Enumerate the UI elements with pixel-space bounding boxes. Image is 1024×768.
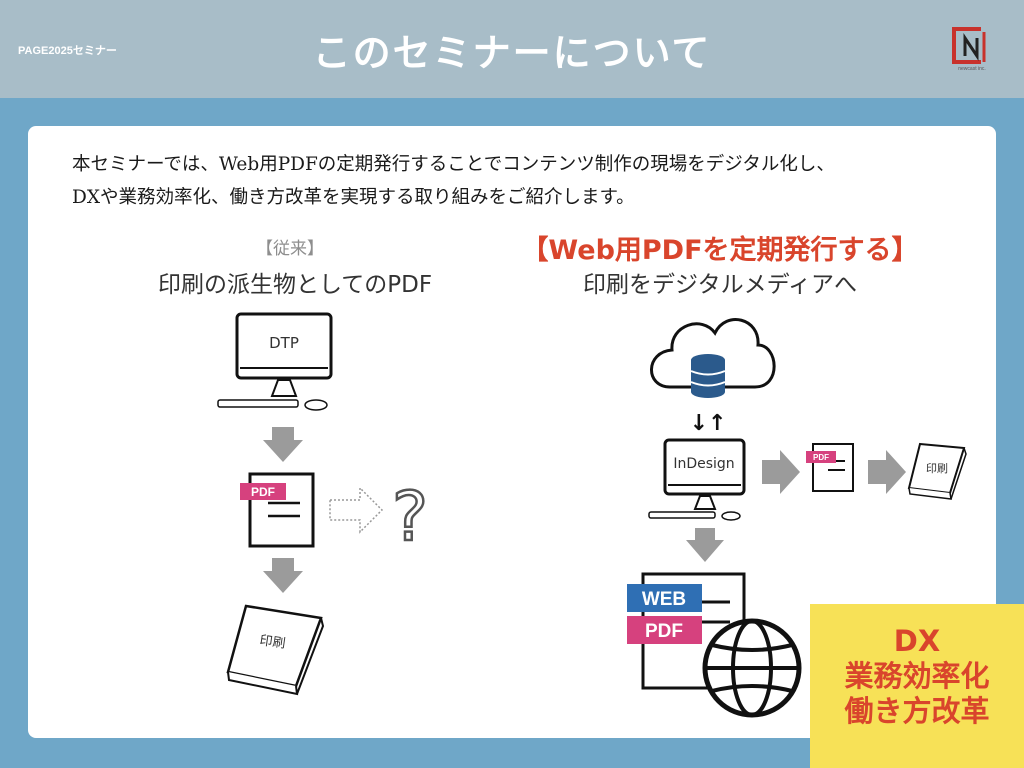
web-tag: WEB [642, 589, 686, 610]
web-pdf-document-icon: WEB PDF [627, 572, 746, 690]
indesign-label: InDesign [673, 456, 734, 472]
right-arrow-icon [762, 450, 800, 494]
intro-text: 本セミナーでは、Web用PDFの定期発行することでコンテンツ制作の現場をデジタル… [72, 148, 972, 214]
header-bar: PAGE2025セミナー このセミナーについて newcast inc. [0, 0, 1024, 98]
printed-book-icon: 印刷 [226, 604, 325, 696]
printed-book-icon: 印刷 [907, 442, 967, 500]
pdf-tag-small: PDF [813, 453, 829, 462]
dx-callout-box: DX 業務効率化 働き方改革 [810, 604, 1024, 768]
dotted-right-arrow-icon [329, 486, 384, 534]
dx-line-1: DX [893, 624, 941, 658]
dx-line-3: 働き方改革 [844, 694, 990, 728]
right-arrow-icon [868, 450, 906, 494]
dtp-monitor-icon: DTP [217, 312, 333, 411]
newcast-logo-icon: newcast inc. [952, 27, 986, 72]
right-title: 印刷をデジタルメディアへ [583, 272, 857, 298]
seminar-tag: PAGE2025セミナー [18, 45, 117, 57]
indesign-monitor-icon: InDesign [648, 438, 746, 521]
intro-line-2: DXや業務効率化、働き方改革を実現する取り組みをご紹介します。 [72, 187, 635, 208]
pdf-document-icon: PDF [806, 443, 854, 492]
dtp-label: DTP [269, 334, 299, 352]
cloud-database-icon [650, 318, 776, 398]
book-label: 印刷 [259, 633, 287, 651]
left-title: 印刷の派生物としてのPDF [157, 272, 433, 298]
left-subtitle: 【従来】 [256, 239, 324, 259]
pdf-tag: PDF [251, 485, 275, 499]
page-title: このセミナーについて [312, 31, 712, 75]
down-arrow-icon [263, 558, 303, 593]
pdf-tag-large: PDF [645, 621, 683, 642]
pdf-document-icon: PDF [240, 472, 315, 548]
right-subtitle: 【Web用PDFを定期発行する】 [521, 235, 919, 266]
down-arrow-icon [263, 427, 303, 462]
dx-line-2: 業務効率化 [844, 659, 990, 693]
question-mark-icon: ? [392, 478, 428, 557]
intro-line-1: 本セミナーでは、Web用PDFの定期発行することでコンテンツ制作の現場をデジタル… [72, 154, 835, 175]
logo-text: newcast inc. [958, 66, 986, 72]
sync-arrows-icon: ↓↑ [690, 411, 727, 436]
book-label-small: 印刷 [926, 462, 948, 475]
globe-icon [702, 618, 802, 718]
down-arrow-icon [686, 528, 724, 562]
